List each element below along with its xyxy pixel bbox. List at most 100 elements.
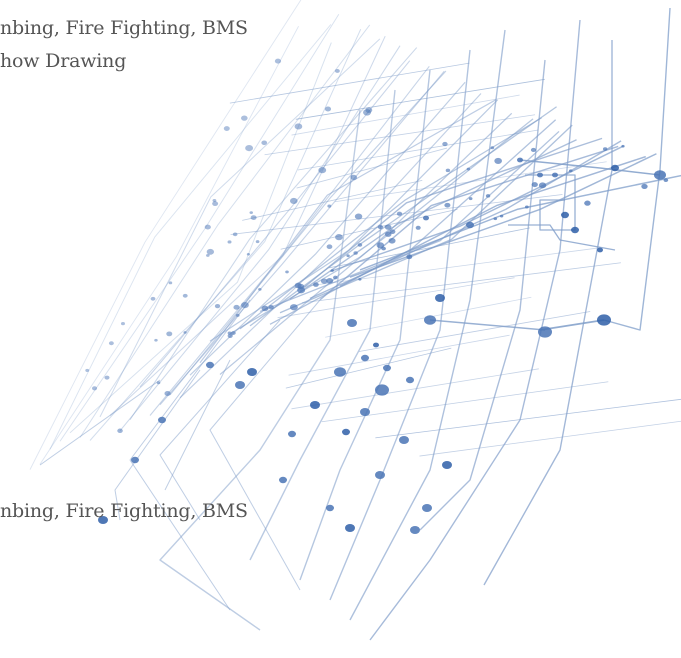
circuit-trace <box>277 277 515 319</box>
circuit-node <box>91 386 98 391</box>
circuit-trace <box>119 45 401 432</box>
circuit-node <box>212 201 219 207</box>
circuit-node <box>297 286 306 294</box>
circuit-node <box>235 313 240 317</box>
circuit-node <box>375 471 385 479</box>
circuit-node <box>357 243 363 247</box>
text-line-shop-drawing: how Drawing <box>0 50 127 72</box>
circuit-node <box>104 375 110 380</box>
circuit-trace <box>249 89 396 561</box>
circuit-trace <box>89 28 362 441</box>
circuit-node <box>310 401 320 409</box>
circuit-node <box>288 430 296 438</box>
circuit-node <box>597 247 603 253</box>
circuit-node <box>537 172 543 178</box>
circuit-trace <box>358 311 591 352</box>
circuit-node <box>320 278 328 284</box>
circuit-node <box>383 364 391 372</box>
circuit-node <box>98 516 108 524</box>
circuit-trace <box>299 137 603 292</box>
circuit-node <box>641 183 648 189</box>
circuit-node <box>214 304 221 309</box>
circuit-node <box>206 253 210 257</box>
circuit-trace <box>329 145 624 273</box>
circuit-node <box>289 304 298 311</box>
circuit-node <box>602 147 608 151</box>
circuit-node <box>326 277 334 284</box>
circuit-node <box>255 240 260 244</box>
circuit-trace <box>329 49 471 601</box>
circuit-node <box>663 178 669 183</box>
text-line-mep-services-lower: nbing, Fire Fighting, BMS <box>0 500 248 522</box>
circuit-node <box>435 294 445 302</box>
circuit-node <box>230 331 236 335</box>
circuit-trace <box>129 299 251 611</box>
circuit-trace <box>539 319 605 331</box>
circuit-node <box>399 436 409 444</box>
circuit-trace <box>264 114 536 156</box>
circuit-node <box>294 123 303 130</box>
circuit-trace <box>49 24 332 450</box>
circuit-trace <box>259 130 560 313</box>
circuit-node <box>85 368 90 372</box>
circuit-node <box>360 408 370 416</box>
circuit-node <box>183 331 187 334</box>
circuit-node <box>206 361 214 369</box>
circuit-node <box>423 215 429 221</box>
circuit-node <box>538 182 547 189</box>
circuit-node <box>182 293 188 298</box>
circuit-node <box>354 213 363 220</box>
circuit-node <box>466 221 474 229</box>
circuit-node <box>466 167 471 171</box>
circuit-node <box>166 331 173 337</box>
circuit-trace <box>302 262 621 304</box>
circuit-node <box>330 269 334 272</box>
circuit-node <box>246 252 251 256</box>
circuit-node <box>274 58 282 64</box>
circuit-node <box>442 461 452 469</box>
circuit-node <box>279 476 287 484</box>
circuit-node <box>233 304 240 310</box>
circuit-node <box>206 248 215 255</box>
circuit-node <box>485 194 491 198</box>
circuit-node <box>517 157 523 163</box>
circuit-trace <box>209 299 321 591</box>
circuit-node <box>326 504 334 512</box>
circuit-node <box>258 288 262 291</box>
circuit-node <box>241 115 248 121</box>
circuit-node <box>361 354 369 362</box>
circuit-trace <box>519 159 661 176</box>
circuit-node <box>444 202 451 208</box>
circuit-trace <box>295 78 545 120</box>
circuit-node <box>212 199 217 203</box>
circuit-trace <box>79 24 371 438</box>
circuit-node <box>241 302 249 309</box>
circuit-node <box>422 504 432 512</box>
circuit-trace <box>349 29 506 621</box>
circuit-node <box>396 211 403 216</box>
circuit-trace <box>285 347 452 389</box>
circuit-trace <box>603 7 671 331</box>
circuit-node <box>584 200 591 206</box>
circuit-node <box>334 69 340 73</box>
circuit-trace <box>29 0 302 470</box>
circuit-trace <box>280 208 458 250</box>
text-line-mep-services: nbing, Fire Fighting, BMS <box>0 17 248 39</box>
circuit-trace <box>334 161 607 203</box>
circuit-trace <box>375 398 681 439</box>
circuit-node <box>621 144 625 148</box>
circuit-node <box>249 211 253 214</box>
circuit-trace <box>328 227 530 269</box>
circuit-node <box>499 214 504 218</box>
circuit-node <box>204 224 211 230</box>
circuit-trace <box>291 94 520 136</box>
circuit-trace <box>291 368 539 410</box>
circuit-node <box>406 376 414 384</box>
circuit-trace <box>296 147 448 189</box>
circuit-node <box>235 381 245 389</box>
circuit-node <box>531 182 538 188</box>
circuit-trace <box>339 155 646 287</box>
circuit-node <box>353 251 358 255</box>
